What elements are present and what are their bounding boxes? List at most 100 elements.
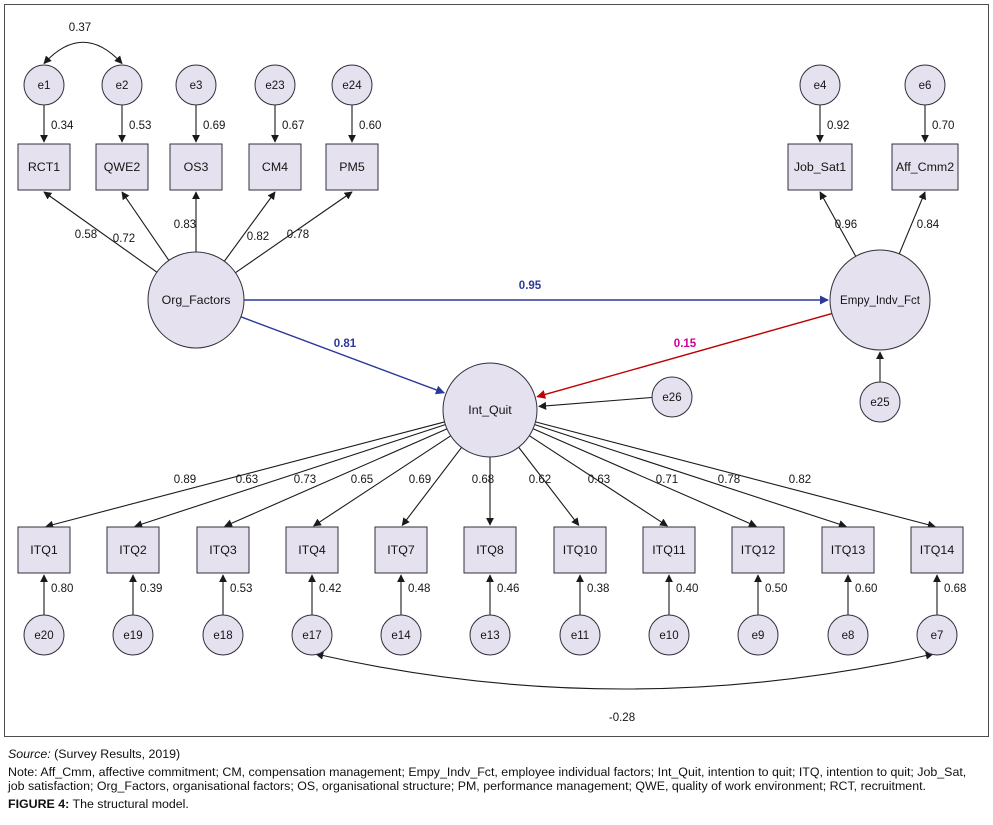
- loading-value: 0.62: [529, 474, 551, 486]
- error-variance-value: 0.92: [827, 120, 849, 132]
- indicator-node-PM5: [325, 143, 379, 191]
- edges-layer: [40, 41, 941, 690]
- latent-node-int-quit: [442, 362, 538, 458]
- diagram-border: [4, 4, 989, 737]
- error-variance-value: 0.40: [676, 583, 698, 595]
- error-term-label: e8: [842, 630, 855, 642]
- loading-value: 0.96: [835, 219, 857, 231]
- arrow-edge: [819, 191, 857, 257]
- error-node-e23: [254, 64, 296, 106]
- error-node-e7: [916, 614, 958, 656]
- error-node-e14: [380, 614, 422, 656]
- indicator-node-ITQ8: [463, 526, 517, 574]
- source-text: (Survey Results, 2019): [50, 747, 181, 761]
- error-term-label: e4: [814, 80, 827, 92]
- arrow-edge: [898, 191, 926, 255]
- error-node-e6: [904, 64, 946, 106]
- indicator-node-ITQ1: [17, 526, 71, 574]
- figure-title: The structural model.: [69, 796, 189, 811]
- labels-layer: e10.34RCT10.58e20.53QWE20.72e30.69OS30.8…: [28, 22, 967, 724]
- note-line: Note: Aff_Cmm, affective commitment; CM,…: [8, 764, 967, 794]
- error-term-label: e2: [116, 80, 129, 92]
- error-variance-value: 0.69: [203, 120, 225, 132]
- indicator-label: PM5: [339, 160, 365, 174]
- indicator-label: CM4: [262, 160, 288, 174]
- error-term-label: e3: [190, 80, 203, 92]
- latent-label: Org_Factors: [162, 293, 231, 307]
- error-term-label: e1: [38, 80, 51, 92]
- caption-block: Source: (Survey Results, 2019) Note: Aff…: [0, 741, 993, 812]
- error-variance-value: 0.67: [282, 120, 304, 132]
- arrow-edge: [518, 446, 580, 527]
- indicator-label: ITQ4: [298, 543, 326, 557]
- loading-value: 0.68: [472, 474, 494, 486]
- error-node-e8: [827, 614, 869, 656]
- error-variance-value: 0.50: [765, 583, 787, 595]
- indicator-node-ITQ2: [106, 526, 160, 574]
- indicator-label: ITQ10: [563, 543, 598, 557]
- indicator-label: ITQ13: [831, 543, 866, 557]
- covariance-arc-e17-e7: [315, 651, 934, 690]
- error-term-label: e26: [662, 392, 681, 404]
- arrow-edge: [223, 191, 276, 262]
- covariance-value: -0.28: [609, 712, 635, 724]
- error-term-label: e19: [123, 630, 142, 642]
- error-term-label: e20: [34, 630, 53, 642]
- indicator-node-ITQ10: [553, 526, 607, 574]
- arrow-edge: [313, 435, 452, 527]
- error-node-e2: [101, 64, 143, 106]
- error-node-e9: [737, 614, 779, 656]
- arrow-edge: [45, 421, 445, 529]
- indicator-label: ITQ8: [476, 543, 504, 557]
- covariance-value: 0.37: [69, 22, 91, 34]
- error-node-e11: [559, 614, 601, 656]
- error-term-label: e17: [302, 630, 321, 642]
- indicator-label: ITQ12: [741, 543, 776, 557]
- error-variance-value: 0.38: [587, 583, 609, 595]
- figure-caption: FIGURE 4: The structural model.: [8, 797, 985, 812]
- indicator-node-RCT1: [17, 143, 71, 191]
- path-coefficient: 0.95: [519, 280, 542, 292]
- indicator-label: Aff_Cmm2: [896, 160, 954, 174]
- error-term-label: e24: [342, 80, 362, 92]
- arrow-edge: [43, 191, 158, 273]
- loading-value: 0.82: [789, 474, 811, 486]
- error-node-e20: [23, 614, 65, 656]
- error-node-e17: [291, 614, 333, 656]
- error-variance-value: 0.46: [497, 583, 519, 595]
- latent-label: Empy_Indv_Fct: [840, 295, 921, 307]
- loading-value: 0.78: [287, 229, 309, 241]
- arrow-edge: [235, 191, 353, 274]
- residual-node-e26: [651, 376, 693, 418]
- error-variance-value: 0.53: [230, 583, 252, 595]
- loading-value: 0.69: [409, 474, 431, 486]
- indicator-label: ITQ7: [387, 543, 415, 557]
- error-term-label: e10: [659, 630, 678, 642]
- error-term-label: e23: [265, 80, 284, 92]
- indicator-node-CM4: [248, 143, 302, 191]
- loading-value: 0.63: [588, 474, 610, 486]
- error-term-label: e6: [919, 80, 932, 92]
- latent-node-empy-indv-fct: [829, 249, 931, 351]
- arrow-edge: [532, 428, 757, 527]
- indicator-node-ITQ7: [374, 526, 428, 574]
- indicator-node-ITQ4: [285, 526, 339, 574]
- indicator-node-ITQ12: [731, 526, 785, 574]
- arrow-edge: [401, 447, 462, 527]
- residual-node-e25: [859, 381, 901, 423]
- indicator-label: ITQ11: [652, 543, 686, 557]
- loading-value: 0.63: [236, 474, 258, 486]
- loading-value: 0.82: [247, 231, 269, 243]
- error-node-e19: [112, 614, 154, 656]
- residual-arrow-e26: [538, 396, 653, 410]
- arrow-edge: [535, 421, 936, 529]
- loading-value: 0.65: [351, 474, 373, 486]
- path-empy-to-intquit: [536, 312, 833, 399]
- loading-value: 0.72: [113, 233, 135, 245]
- loading-value: 0.84: [917, 219, 940, 231]
- source-line: Source: (Survey Results, 2019): [8, 747, 985, 762]
- arrow-edge: [134, 424, 446, 528]
- arrow-edge: [121, 191, 170, 261]
- indicator-label: QWE2: [104, 160, 141, 174]
